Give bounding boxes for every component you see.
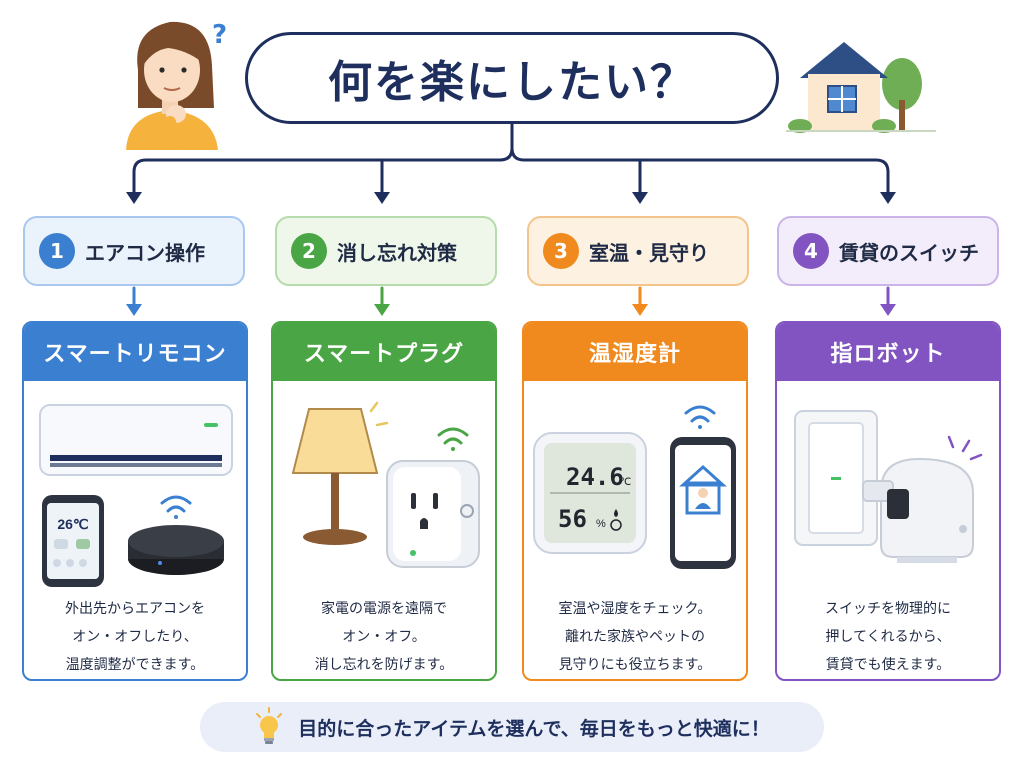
category-label: 室温・見守り [589, 240, 709, 265]
card-description: 家電の電源を遠隔で オン・オフ。 消し忘れを防げます。 [281, 595, 487, 679]
category-number: 4 [793, 233, 829, 269]
card-description: スイッチを物理的に 押してくれるから、 賃貸でも使えます。 [785, 595, 991, 679]
phone-temp-readout: 26℃ [57, 516, 89, 532]
smartphone-home-icon [670, 437, 736, 569]
display-temperature-unit: ℃ [620, 477, 631, 488]
air-conditioner-icon [39, 404, 233, 476]
card-thermo-hygrometer: 温湿度計 24.6 ℃ 56 % 室温や湿度をチェック。 離れ [522, 321, 748, 681]
card-smart-remote: スマートリモコン 26℃ 外出 [22, 321, 248, 681]
category-number: 2 [291, 233, 327, 269]
description-line: オン・オフ。 [342, 629, 426, 645]
smart-remote-illustration: 26℃ [39, 404, 233, 587]
category-number: 3 [543, 233, 579, 269]
description-line: 室温や湿度をチェック。 [558, 601, 712, 617]
page-title: 何を楽にしたい？ [328, 57, 696, 108]
description-line: スイッチを物理的に [825, 601, 951, 617]
description-line: オン・オフしたり、 [72, 629, 198, 645]
smart-plug-illustration [291, 401, 480, 568]
footer-banner: 目的に合ったアイテムを選んで、毎日をもっと快適に！ [200, 702, 824, 752]
wifi-icon [160, 495, 192, 519]
description-line: 押してくれるから、 [825, 629, 951, 645]
card-title: スマートプラグ [273, 323, 495, 381]
category-pill-forget: 2 消し忘れ対策 [275, 216, 497, 286]
display-humidity-unit: % [596, 518, 606, 530]
description-line: 外出先からエアコンを [65, 601, 205, 617]
switch-robot-illustration [794, 410, 983, 563]
smart-plug-icon [386, 460, 480, 568]
category-pill-aircon: 1 エアコン操作 [23, 216, 245, 286]
display-temperature: 24.6 [566, 463, 624, 491]
category-pill-room-temp: 3 室温・見守り [527, 216, 749, 286]
card-title: 温湿度計 [524, 323, 746, 381]
card-smart-plug: スマートプラグ 家電の電源を遠隔で オン・オフ。 消 [271, 321, 497, 681]
description-line: 消し忘れを防げます。 [314, 657, 454, 673]
card-title: 指ロボット [777, 323, 999, 381]
card-description: 外出先からエアコンを オン・オフしたり、 温度調整ができます。 [32, 595, 238, 679]
lightbulb-icon [256, 707, 283, 744]
house-icon [786, 42, 936, 133]
wifi-icon [437, 427, 469, 451]
description-line: 離れた家族やペットの [565, 629, 705, 645]
table-lamp-icon [291, 401, 389, 545]
smartphone-icon: 26℃ [42, 495, 104, 587]
wifi-icon [684, 405, 716, 429]
thermo-hygrometer-icon: 24.6 ℃ 56 % [533, 432, 647, 554]
description-line: 家電の電源を遠隔で [321, 601, 447, 617]
title-banner: 何を楽にしたい？ [245, 32, 779, 124]
card-title: スマートリモコン [24, 323, 246, 381]
card-switch-robot: 指ロボット スイッチを物理的に 押してくれるから、 賃貸でも使えます。 [775, 321, 1001, 681]
footer-text: 目的に合ったアイテムを選んで、毎日をもっと快適に！ [298, 717, 770, 740]
wall-switch-icon [794, 410, 878, 546]
display-humidity: 56 [558, 505, 587, 533]
thermo-hygrometer-illustration: 24.6 ℃ 56 % [533, 405, 736, 569]
description-line: 温度調整ができます。 [65, 657, 205, 673]
thinking-woman-icon [126, 21, 218, 150]
ir-hub-icon [128, 525, 224, 575]
description-line: 賃貸でも使えます。 [825, 657, 951, 673]
category-label: エアコン操作 [85, 240, 205, 265]
card-description: 室温や湿度をチェック。 離れた家族やペットの 見守りにも役立ちます。 [532, 595, 738, 679]
category-pill-rental-switch: 4 賃貸のスイッチ [777, 216, 999, 286]
category-label: 消し忘れ対策 [337, 240, 457, 265]
switch-robot-icon [862, 457, 974, 563]
category-number: 1 [39, 233, 75, 269]
description-line: 見守りにも役立ちます。 [558, 657, 712, 673]
category-label: 賃貸のスイッチ [839, 240, 979, 265]
question-mark: ? [212, 20, 228, 50]
